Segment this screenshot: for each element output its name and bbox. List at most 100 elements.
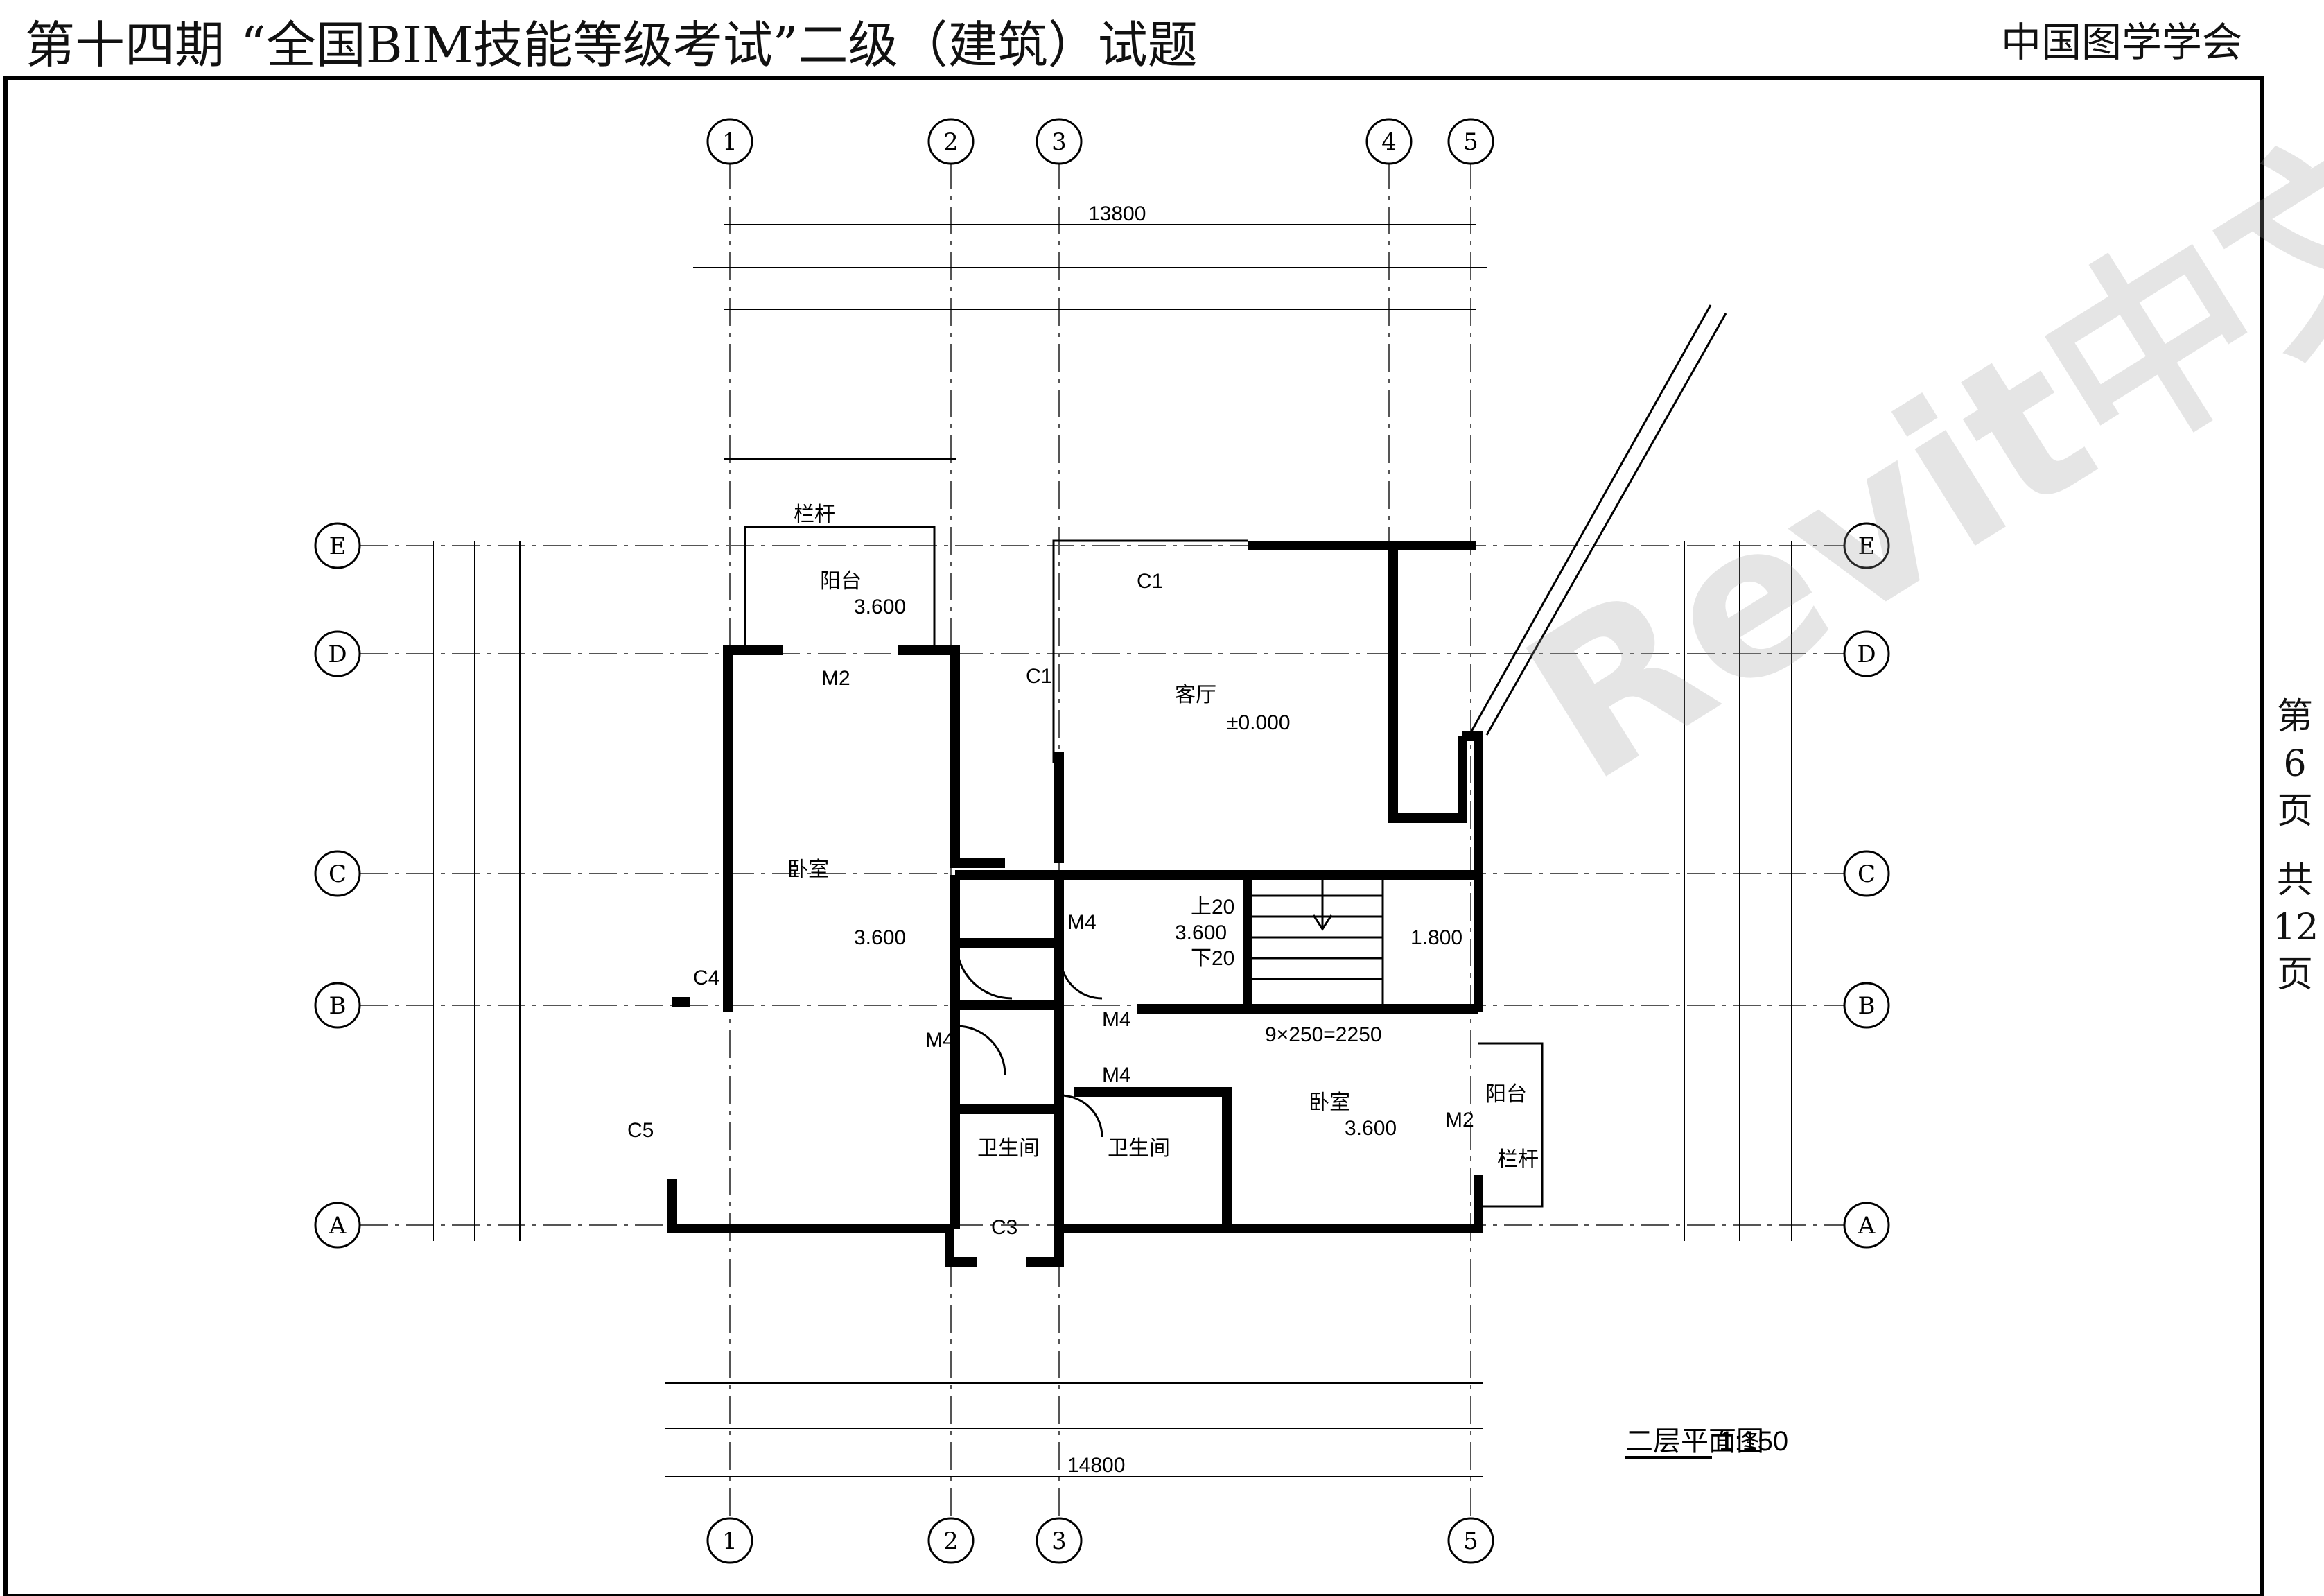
axis-bottom-3-circle [1036,1517,1083,1564]
axis-top-2-label: 2 [943,128,959,156]
wall-e-right [1388,546,1467,823]
room-living-label: 客厅 [1175,684,1216,706]
axis-top-3-label: 3 [1051,128,1067,156]
total-label-2: 页 [2276,954,2313,996]
axis-top-3-circle [1036,118,1083,165]
axis-left-E-circle [314,522,361,569]
dim-total-bottom: 14800 [1067,1454,1125,1477]
axis-top-4-label: 4 [1381,128,1397,156]
wall-c5-bottom [667,1179,977,1267]
organization-name: 中国图学学会 [2000,19,2242,66]
axis-bottom-2-label: 2 [943,1527,959,1555]
room-living-elev: ±0.000 [1227,711,1291,734]
tag-m4-1: M4 [1067,911,1097,934]
total-number: 12 [2273,907,2319,948]
tag-m2: M2 [821,667,850,690]
page-info: 第 6 页 共 12 页 [2273,693,2319,998]
axis-right-B-circle [1843,982,1890,1029]
axis-bottom-5-label: 5 [1463,1527,1478,1555]
axis-bottom-1-label: 1 [722,1527,737,1555]
walls [667,541,1483,1267]
wall-c3-right [1026,1087,1232,1267]
wall-bedroom2 [1227,1175,1483,1233]
dimension-lines [433,224,1792,1477]
stair-landing-elev: 1.800 [1410,926,1462,949]
railing-label-1: 栏杆 [794,503,835,526]
door-swing-3 [1059,956,1103,1000]
axis-top-5-circle [1447,118,1494,165]
room-bedroom1-label: 卧室 [787,858,829,881]
grid-lines [360,161,1844,1522]
living-window-frame [1052,539,1248,763]
axis-left-D-circle [314,630,361,677]
room-balcony-elev: 3.600 [854,596,906,618]
room-bath2-label: 卫生间 [1108,1137,1170,1160]
tag-c3: C3 [991,1216,1017,1239]
sheet-title: 第十四期 “全国BIM技能等级考试”二级（建筑）试题 [25,16,1198,74]
room-bedroom1-elev: 3.600 [854,926,906,949]
axis-left-A-circle [314,1202,361,1249]
door-swing-2 [956,1025,1006,1075]
axis-left-B-label: B [329,992,347,1020]
tag-m4-3: M4 [1102,1064,1131,1086]
tag-m4-4: M4 [925,1029,954,1052]
door-swing-4 [1060,1094,1103,1138]
wall-east [1462,731,1483,1012]
axis-bottom-3-label: 3 [1051,1527,1067,1555]
axis-bottom-1-circle [706,1517,753,1564]
page-label-1: 第 [2276,696,2313,738]
axis-left-C-label: C [329,860,347,888]
axis-bottom-5-circle [1447,1517,1494,1564]
room-bath1-label: 卫生间 [977,1137,1040,1160]
page-label-2: 页 [2276,790,2313,832]
tag-c4: C4 [693,966,719,989]
axis-right-B-label: B [1858,992,1876,1020]
east-balcony-railing [1478,1042,1544,1208]
axis-right-D-circle [1843,630,1890,677]
stair-elev: 3.600 [1175,921,1227,944]
plan-text: 阳台 3.600 客厅 ±0.000 卧室 3.600 卧室 3.600 卫生间… [627,202,1539,1477]
axis-top-2-circle [927,118,975,165]
axis-top-4-circle [1365,118,1413,165]
railing-label-2: 栏杆 [1497,1148,1539,1171]
stair-steps: 9×250=2250 [1265,1023,1382,1046]
sheet-frame [3,76,2264,1596]
axis-bottom-2-circle [927,1517,975,1564]
thin-outlines [744,304,1727,1208]
page-number: 6 [2283,743,2307,785]
stair-up: 上20 [1191,896,1234,919]
tag-c1-side: C1 [1026,665,1052,688]
axis-right-E-label: E [1858,532,1876,560]
axis-top-1-label: 1 [722,128,737,156]
axis-right-A-label: A [1858,1212,1876,1240]
axis-right-C-circle [1843,850,1890,897]
axis-right-E-circle [1843,522,1890,569]
axis-left-B-circle [314,982,361,1029]
stair-down: 下20 [1191,947,1234,970]
ramp-line-2 [1485,313,1727,736]
axis-left-E-label: E [329,532,347,560]
tag-m2-east: M2 [1445,1109,1474,1131]
stair-outline [1250,874,1384,1008]
dim-total-top: 13800 [1088,202,1146,225]
axis-left-C-circle [314,850,361,897]
axis-left-A-label: A [329,1212,347,1240]
axis-top-5-label: 5 [1463,128,1478,156]
room-bedroom2-label: 卧室 [1309,1091,1350,1114]
tag-c1-top: C1 [1137,570,1163,593]
axis-left-D-label: D [328,641,347,668]
tag-m4-2: M4 [1102,1008,1131,1031]
axis-right-C-label: C [1858,860,1876,888]
tag-c5: C5 [627,1119,654,1142]
stair-arrow [1312,875,1333,931]
wall-balcony-right [898,645,1005,868]
room-balcony-label: 阳台 [820,570,862,593]
drawing-title-scale: 1:150 [1719,1426,1788,1457]
wall-bedroom-left [723,645,783,1012]
axis-right-A-circle [1843,1202,1890,1249]
total-label-1: 共 [2276,860,2313,901]
ramp-line-1 [1468,304,1712,736]
drawing-title: 二层平面图 1:150 [1625,1426,1788,1459]
axis-top-1-circle [706,118,753,165]
